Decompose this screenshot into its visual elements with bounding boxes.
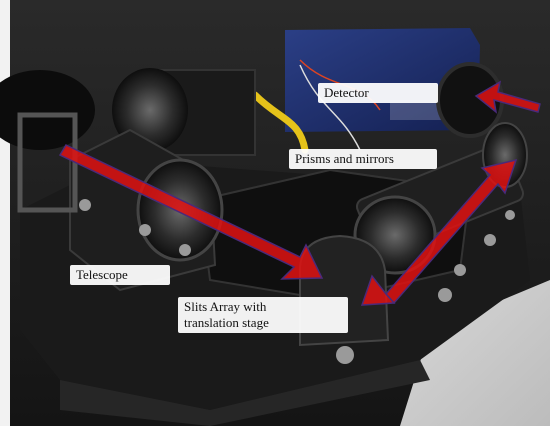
- screw: [505, 210, 515, 220]
- screw: [484, 234, 496, 246]
- label-slits-array: Slits Array with translation stage: [178, 297, 348, 333]
- label-prisms-and-mirrors: Prisms and mirrors: [289, 149, 437, 169]
- screw: [438, 288, 452, 302]
- label-slits-line-2: translation stage: [184, 315, 269, 330]
- label-telescope: Telescope: [70, 265, 170, 285]
- screw: [336, 346, 354, 364]
- light-path-arrow-1: [58, 144, 324, 280]
- light-path-arrow-2: [360, 158, 518, 306]
- drape: [0, 70, 95, 150]
- screw: [179, 244, 191, 256]
- detector-camera: [285, 28, 480, 132]
- yellow-cable: [251, 91, 309, 154]
- screw: [454, 264, 466, 276]
- base-plate-edge: [60, 360, 430, 426]
- cable: [299, 64, 361, 151]
- screw: [139, 224, 151, 236]
- light-path-arrow-3: [474, 80, 541, 114]
- floor: [400, 280, 550, 426]
- left-edge: [0, 0, 10, 426]
- label-slits-line-1: Slits Array with: [184, 299, 267, 314]
- label-detector: Detector: [318, 83, 438, 103]
- screw: [79, 199, 91, 211]
